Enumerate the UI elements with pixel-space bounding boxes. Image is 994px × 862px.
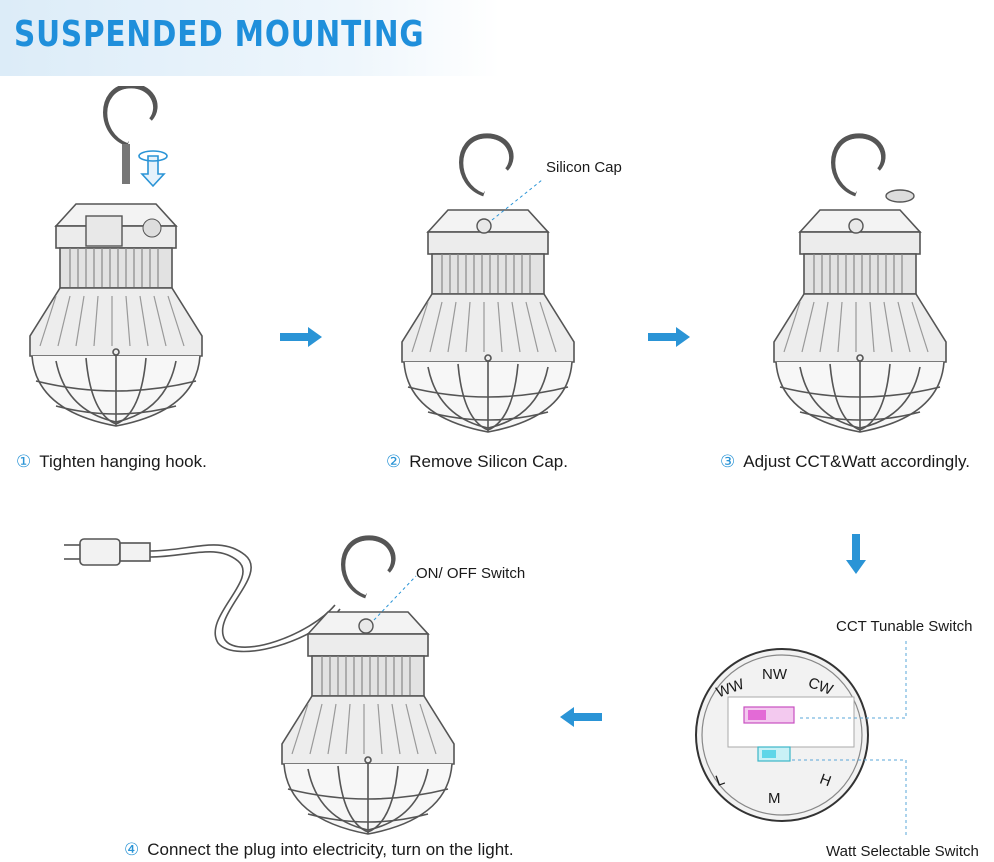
- lamp-step-3: [773, 130, 947, 433]
- page-title: SUSPENDED MOUNTING: [14, 14, 425, 55]
- header-banner: SUSPENDED MOUNTING: [0, 0, 500, 76]
- on-off-switch-label: ON/ OFF Switch: [416, 565, 526, 582]
- watt-switch-label: Watt Selectable Switch: [826, 843, 979, 860]
- switch-dial: [695, 648, 869, 822]
- silicon-cap-label: Silicon Cap: [546, 159, 622, 176]
- arrow-right-icon: [648, 327, 690, 347]
- hook-icon: [462, 136, 512, 194]
- hook-icon: [106, 86, 156, 144]
- plug-icon: [64, 538, 341, 653]
- hook-icon: [834, 136, 884, 194]
- lamp-step-1: [29, 86, 203, 427]
- cct-switch-label: CCT Tunable Switch: [836, 618, 973, 635]
- arrow-down-icon: [846, 534, 866, 574]
- watt-m-label: M: [768, 790, 781, 807]
- callout-leaders: [792, 640, 907, 836]
- arrow-left-icon: [560, 707, 602, 727]
- hook-icon: [344, 538, 394, 596]
- rotate-arrow-icon: [138, 150, 168, 188]
- arrow-right-icon: [280, 327, 322, 347]
- lamp-step-2: [401, 130, 575, 433]
- lamp-step-4: [281, 530, 455, 835]
- cct-nw-label: NW: [762, 666, 787, 683]
